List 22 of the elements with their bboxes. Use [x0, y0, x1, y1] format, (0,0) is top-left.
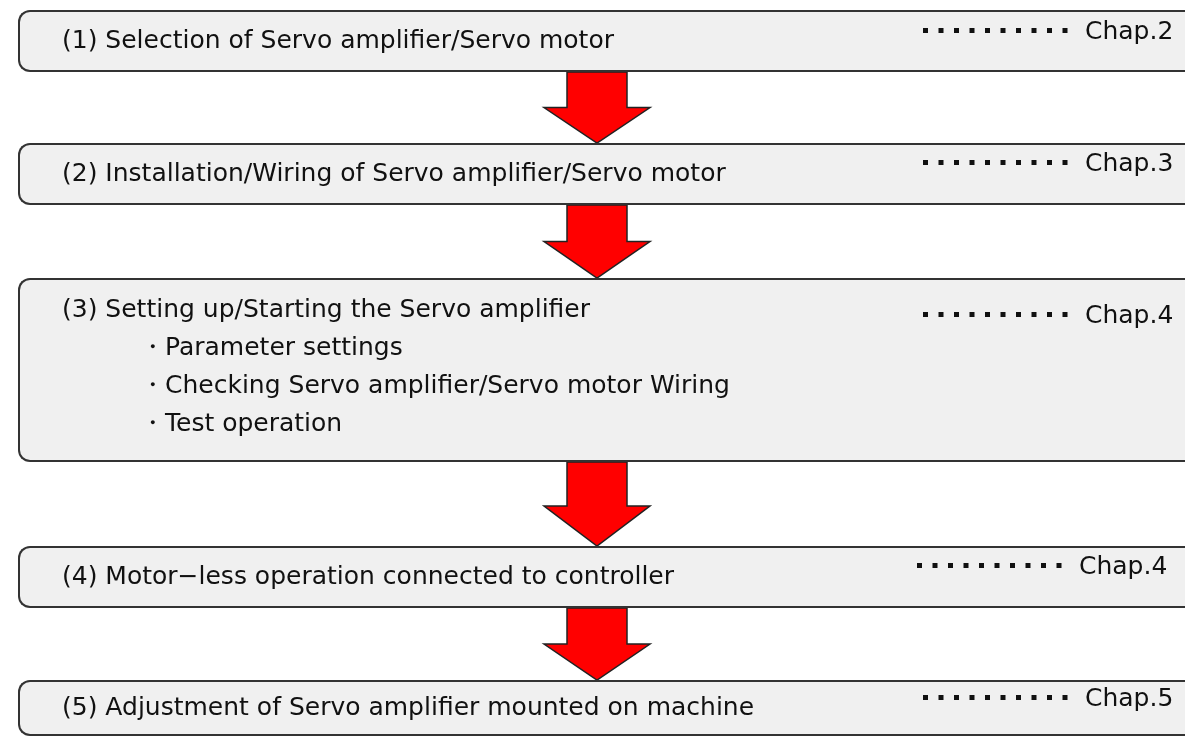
chapter-reference: Chap.3 [1085, 147, 1174, 179]
block-arrow [541, 461, 653, 547]
step-title: (5) Adjustment of Servo amplifier mounted on machine [62, 691, 755, 723]
step-item: ・Checking Servo amplifier/Servo motor Wiring [140, 369, 730, 401]
block-arrow [541, 607, 653, 681]
step-title: (1) Selection of Servo amplifier/Servo motor [62, 24, 614, 56]
step-title: (3) Setting up/Starting the Servo amplifier [62, 293, 590, 325]
chapter-reference: Chap.2 [1085, 15, 1174, 47]
block-arrow [541, 204, 653, 279]
block-arrow [541, 71, 653, 144]
step-title: (4) Motor−less operation connected to controller [62, 560, 674, 592]
step-title: (2) Installation/Wiring of Servo amplifier/Servo motor [62, 157, 726, 189]
chapter-reference: Chap.5 [1085, 682, 1174, 714]
process-box [18, 10, 1185, 72]
chapter-reference: Chap.4 [1079, 550, 1168, 582]
process-box [18, 278, 1185, 462]
chapter-reference: Chap.4 [1085, 299, 1174, 331]
process-box [18, 546, 1185, 608]
process-box [18, 143, 1185, 205]
step-item: ・Parameter settings [140, 331, 403, 363]
step-item: ・Test operation [140, 407, 343, 439]
process-box [18, 680, 1185, 736]
